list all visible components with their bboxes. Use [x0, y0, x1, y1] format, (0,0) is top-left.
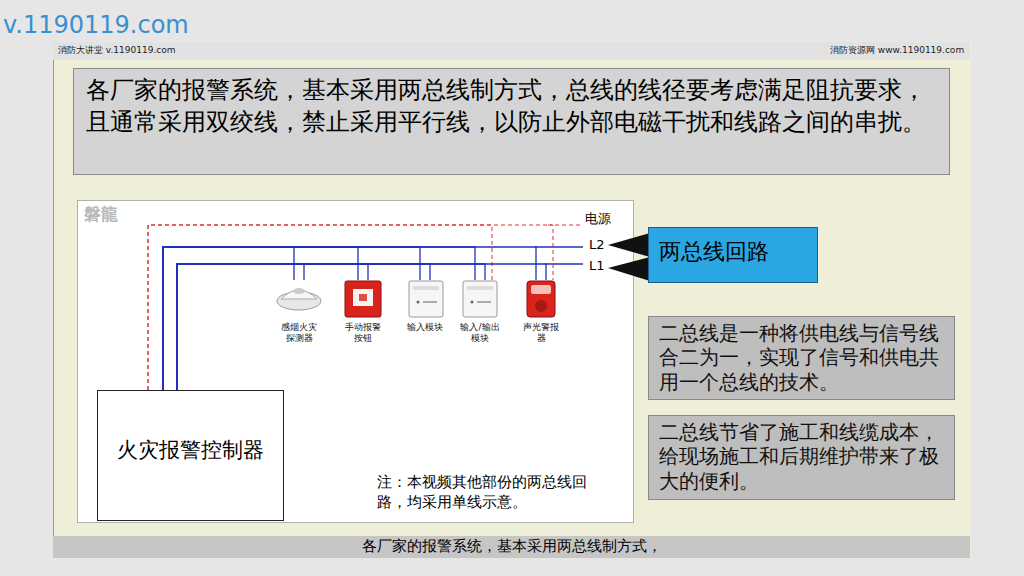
watermark: v.1190119.com: [3, 10, 189, 41]
device-node: 输入/输出模块: [455, 280, 505, 344]
header-text: 消防大讲堂 v.1190119.com: [58, 45, 176, 57]
signal-name: 电源: [585, 211, 611, 228]
pointer: [608, 233, 650, 257]
io-module-icon: [463, 281, 497, 317]
bus-connector: [163, 247, 304, 390]
node-text: 二总线是一种将供电线与信号线合二为一，实现了信号和供电共用一个总线的技术。: [659, 321, 944, 394]
title-box: 各厂家的报警系统，基本采用两总线制方式，总线的线径要考虑满足阻抗要求，且通常采用…: [73, 68, 950, 175]
sounder-icon: [527, 281, 555, 317]
device-node: 手动报警按钮: [338, 280, 388, 344]
power-wire: [148, 225, 553, 390]
device-label: 输入模块: [403, 322, 447, 333]
bus-connector: [148, 225, 553, 390]
wire-l1: [177, 264, 546, 390]
device-node: 声光警报器: [516, 280, 566, 344]
pointer: [608, 257, 650, 281]
device-label: 输入/输出模块: [458, 322, 502, 344]
wire-l2: [163, 247, 536, 390]
device-label: 声光警报器: [519, 322, 563, 344]
input-module-icon: [409, 281, 443, 317]
bus-connector: [163, 247, 430, 390]
wire-l1: [177, 264, 368, 390]
wire-l1: [177, 264, 430, 390]
callout-box: 两总线回路: [648, 227, 818, 283]
subtitle-bar: 各厂家的报警系统，基本采用两总线制方式，: [53, 536, 970, 558]
node-text: 火灾报警控制器: [102, 437, 279, 464]
device-label: 感烟火灾探测器: [277, 322, 321, 344]
bus-l1: [545, 263, 583, 264]
device-label: 手动报警按钮: [341, 322, 385, 344]
note-text: 注：本视频其他部份的两总线回路，均采用单线示意。: [377, 473, 612, 512]
node-text: 两总线回路: [659, 238, 807, 267]
note-box: 二总线节省了施工和线缆成本，给现场施工和后期维护带来了极大的便利。: [648, 415, 955, 500]
bus-connector: [148, 225, 492, 390]
wire-l2: [163, 247, 358, 390]
smoke-detector-icon: [277, 288, 321, 310]
wire-l1: [177, 264, 485, 390]
device-node: 输入模块: [400, 280, 450, 333]
bus-l2: [535, 246, 583, 247]
header-text: 消防资源网 www.1190119.com: [830, 45, 964, 57]
controller-box: 火灾报警控制器: [97, 390, 284, 521]
node-text: 各厂家的报警系统，基本采用两总线制方式，总线的线径要考虑满足阻抗要求，且通常采用…: [86, 75, 937, 139]
power-wire: [148, 225, 492, 390]
node-text: 各厂家的报警系统，基本采用两总线制方式，: [57, 537, 966, 557]
wire-l2: [163, 247, 294, 390]
manual-button-icon: [345, 281, 381, 317]
device-node: 感烟火灾探测器: [274, 280, 324, 344]
wire-l2: [163, 247, 475, 390]
watermark: 磐龍: [84, 203, 118, 225]
note-box: 二总线是一种将供电线与信号线合二为一，实现了信号和供电共用一个总线的技术。: [648, 316, 955, 400]
bus-connector: [163, 247, 368, 390]
signal-name: L2: [589, 237, 605, 254]
wire-l2: [163, 247, 420, 390]
signal-name: L1: [589, 258, 605, 275]
node-text: 二总线节省了施工和线缆成本，给现场施工和后期维护带来了极大的便利。: [659, 420, 944, 493]
